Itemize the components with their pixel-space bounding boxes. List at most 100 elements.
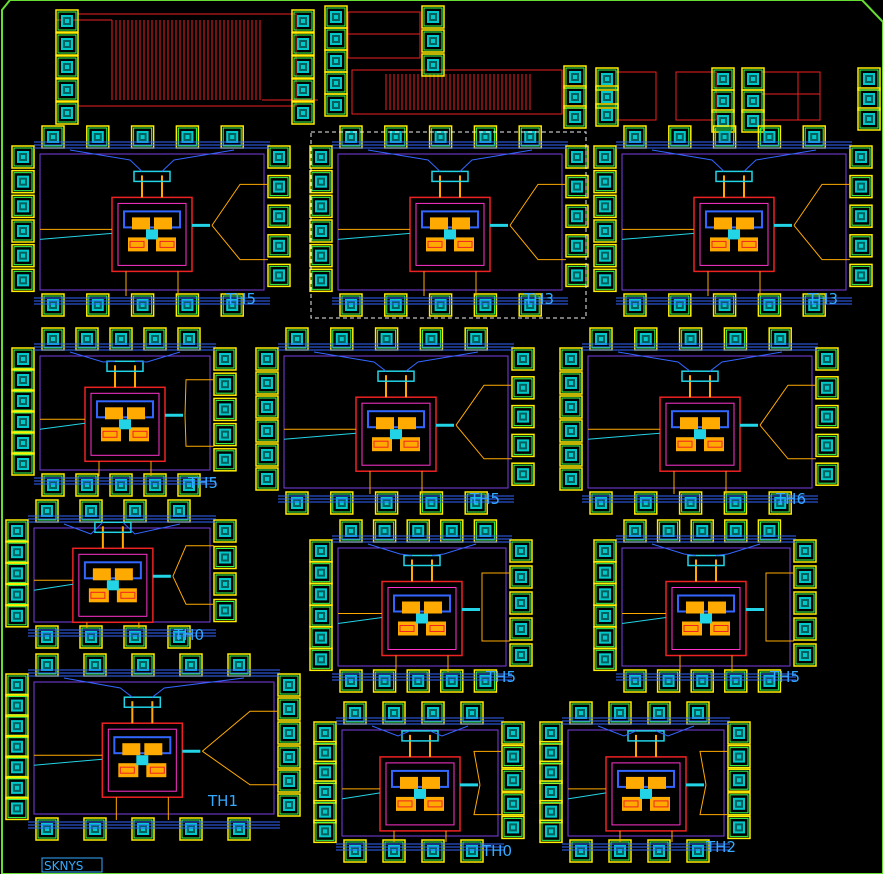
transistor-core bbox=[337, 543, 510, 672]
bond-pad bbox=[593, 169, 617, 194]
routing-frame bbox=[337, 153, 563, 291]
bond-pad bbox=[509, 617, 533, 641]
bond-pad bbox=[741, 67, 765, 91]
bond-pad bbox=[589, 491, 613, 515]
bond-pad bbox=[509, 565, 533, 589]
bond-pad bbox=[86, 293, 110, 317]
bond-pad bbox=[668, 293, 692, 317]
bond-pad bbox=[309, 647, 333, 672]
bond-pad bbox=[727, 721, 751, 745]
bond-pad bbox=[175, 293, 200, 317]
bond-pad bbox=[255, 467, 279, 491]
bond-pad bbox=[213, 347, 237, 371]
bond-pad bbox=[213, 448, 237, 472]
bond-pad bbox=[464, 327, 488, 351]
bond-pad bbox=[213, 545, 237, 570]
bond-pad bbox=[5, 776, 29, 800]
bond-pad bbox=[324, 49, 348, 73]
circuit-cell-c12 bbox=[562, 717, 730, 851]
bond-pad bbox=[277, 793, 301, 817]
bond-pad bbox=[473, 293, 498, 317]
bond-pad bbox=[79, 625, 103, 649]
bond-pad bbox=[11, 368, 35, 392]
transistor-core bbox=[567, 725, 728, 842]
bond-pad bbox=[647, 839, 671, 863]
bond-pad bbox=[267, 204, 291, 228]
bond-pad bbox=[460, 839, 484, 863]
bond-pad bbox=[421, 29, 445, 53]
bond-pad bbox=[518, 293, 542, 317]
bond-pad bbox=[509, 591, 533, 615]
bond-pad bbox=[374, 491, 399, 515]
bond-pad bbox=[5, 673, 29, 697]
bond-pad bbox=[277, 697, 301, 721]
bond-pad bbox=[849, 234, 873, 258]
bond-pad bbox=[75, 473, 99, 497]
bond-pad bbox=[291, 78, 315, 102]
bond-pad bbox=[559, 443, 583, 467]
bond-pad bbox=[428, 293, 453, 317]
bond-pad bbox=[227, 817, 251, 841]
bond-pad bbox=[559, 347, 583, 371]
bond-pad bbox=[815, 433, 839, 458]
transistor-core bbox=[621, 149, 850, 296]
bond-pad bbox=[511, 347, 535, 371]
bond-pad bbox=[563, 65, 587, 89]
bond-pad bbox=[815, 404, 839, 429]
bond-pad bbox=[419, 491, 444, 515]
bond-pad bbox=[559, 371, 583, 395]
chip-label: SKNYS bbox=[44, 859, 83, 873]
bond-pad bbox=[339, 669, 363, 693]
routing-frame bbox=[39, 153, 265, 291]
bond-pad bbox=[768, 327, 792, 351]
bond-pad bbox=[177, 473, 201, 497]
routing-frame bbox=[587, 355, 813, 489]
bond-pad bbox=[55, 55, 79, 79]
bond-pad bbox=[35, 625, 59, 649]
top-box-mid bbox=[347, 11, 421, 59]
bond-pad bbox=[593, 539, 617, 563]
bond-pad bbox=[608, 839, 632, 863]
bond-pad bbox=[267, 145, 291, 169]
bond-pad bbox=[291, 9, 315, 33]
bond-pad bbox=[793, 643, 817, 667]
bond-pad bbox=[213, 572, 237, 596]
bond-pad bbox=[313, 819, 337, 844]
bond-pad bbox=[41, 125, 65, 149]
bond-pad bbox=[815, 347, 839, 371]
bond-pad bbox=[5, 755, 29, 780]
transistor-core bbox=[33, 677, 278, 820]
bond-pad bbox=[608, 701, 632, 725]
routing-frame bbox=[33, 681, 275, 815]
bond-pad bbox=[849, 174, 873, 199]
bond-pad bbox=[815, 376, 839, 400]
bond-pad bbox=[309, 268, 333, 293]
bond-pad bbox=[593, 243, 617, 268]
selection-box[interactable] bbox=[310, 131, 587, 319]
circuit-cell-c4 bbox=[34, 343, 216, 485]
bond-pad bbox=[724, 519, 748, 543]
bond-pad bbox=[802, 293, 826, 317]
bond-pad bbox=[55, 78, 79, 102]
bond-pad bbox=[668, 125, 692, 149]
bond-pad bbox=[563, 85, 587, 109]
circuit-cell-c6 bbox=[582, 343, 818, 503]
bond-pad bbox=[440, 669, 464, 693]
bond-pad bbox=[565, 263, 589, 288]
bond-pad bbox=[35, 817, 59, 841]
bond-pad bbox=[793, 617, 817, 641]
bond-pad bbox=[35, 499, 59, 523]
bond-pad bbox=[857, 67, 881, 91]
cell-label-c2: TH3 bbox=[523, 290, 554, 308]
circuit-cell-c7 bbox=[28, 515, 216, 637]
bond-pad bbox=[309, 625, 333, 650]
cell-label-c11: TH0 bbox=[481, 842, 512, 860]
bond-pad bbox=[330, 491, 354, 515]
bond-pad bbox=[285, 327, 309, 351]
bond-pad bbox=[213, 422, 237, 447]
bond-pad bbox=[473, 669, 498, 693]
circuit-cell-c9 bbox=[616, 535, 796, 681]
bond-pad bbox=[857, 87, 881, 111]
bond-pad bbox=[309, 539, 333, 563]
transistor-core bbox=[621, 543, 794, 672]
